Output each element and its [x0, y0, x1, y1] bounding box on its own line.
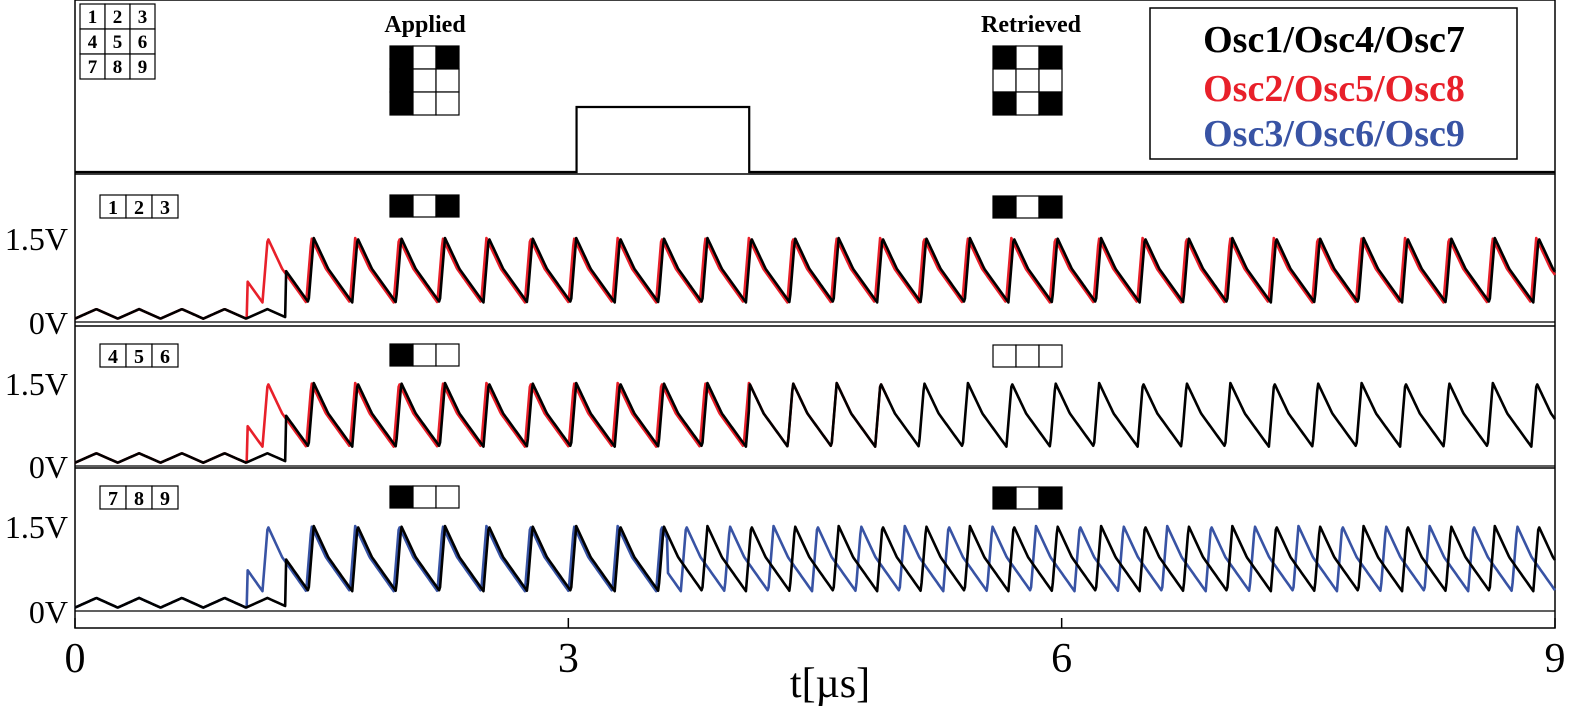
- applied-row-cell: [389, 485, 414, 509]
- retrieved-pattern-cell: [1015, 68, 1040, 93]
- y-tick-label: 1.5V: [5, 221, 68, 257]
- figure-frame: [74, 0, 1556, 629]
- x-tick-label: 9: [1545, 636, 1566, 682]
- retrieved-pattern-cell: [1015, 45, 1040, 70]
- y-tick-label: 1.5V: [5, 366, 68, 402]
- input-pulse-trace: [75, 105, 1555, 174]
- applied-row-cell: [435, 485, 460, 509]
- retrieved-row-cell: [1015, 486, 1040, 510]
- grid-key-number: 9: [138, 57, 148, 78]
- x-axis-label: t[µs]: [790, 661, 870, 707]
- row-label-number: 6: [160, 346, 170, 368]
- grid-key-number: 4: [88, 32, 98, 53]
- y-tick-label: 0V: [29, 594, 68, 630]
- retrieved-pattern-cell: [1015, 91, 1040, 116]
- y-tick-label: 1.5V: [5, 509, 68, 545]
- grid-key-number: 2: [113, 7, 123, 28]
- row-label-number: 2: [134, 197, 144, 219]
- applied-row-cell: [435, 194, 460, 218]
- row-label-number: 5: [134, 346, 144, 368]
- row-label-number: 7: [108, 488, 118, 510]
- row-label-cell: [151, 194, 179, 219]
- series-line: [74, 524, 1557, 609]
- retrieved-title: Retrieved: [981, 12, 1082, 38]
- grid-key-number: 5: [113, 32, 123, 53]
- series-line: [74, 236, 1557, 320]
- row-label-cell: [151, 343, 179, 368]
- grid-key-number: 3: [138, 7, 148, 28]
- row-label-number: 9: [160, 488, 170, 510]
- retrieved-row-cell: [1038, 195, 1063, 219]
- x-tick-label: 6: [1051, 636, 1072, 682]
- applied-row-cell: [412, 194, 437, 218]
- row-label-number: 3: [160, 197, 170, 219]
- applied-pattern-cell: [389, 91, 414, 116]
- retrieved-pattern-cell: [992, 45, 1017, 70]
- retrieved-row-cell: [1015, 344, 1040, 368]
- grid-key-cell: [129, 53, 156, 80]
- applied-row-cell: [412, 485, 437, 509]
- legend-entry-2: Osc2/Osc5/Osc8: [1203, 68, 1465, 110]
- row-label-number: 4: [108, 346, 118, 368]
- applied-pattern-cell: [435, 68, 460, 93]
- retrieved-pattern: [992, 45, 1063, 116]
- applied-title: Applied: [384, 12, 466, 38]
- y-tick-label: 0V: [29, 449, 68, 485]
- series-line: [74, 236, 1557, 320]
- applied-pattern-cell: [412, 91, 437, 116]
- retrieved-row-cell: [992, 195, 1017, 219]
- applied-row-cell: [435, 343, 460, 367]
- retrieved-row-cell: [992, 486, 1017, 510]
- retrieved-row-cell: [1015, 195, 1040, 219]
- x-axis: 0 3 6 9: [65, 618, 1566, 682]
- y-tick-label: 0V: [29, 305, 68, 341]
- retrieved-row-cell: [992, 344, 1017, 368]
- applied-pattern-cell: [389, 45, 414, 70]
- legend-box: [1149, 7, 1518, 160]
- x-tick-label: 3: [558, 636, 579, 682]
- applied-pattern-cell: [435, 45, 460, 70]
- grid-key-number: 8: [113, 57, 123, 78]
- applied-row-cell: [389, 343, 414, 367]
- row-label-number: 1: [108, 197, 118, 219]
- grid-key-number: 6: [138, 32, 148, 53]
- applied-row-cell: [412, 343, 437, 367]
- grid-key-number: 1: [88, 7, 98, 28]
- retrieved-pattern-cell: [1038, 68, 1063, 93]
- applied-pattern-cell: [389, 68, 414, 93]
- legend-entry-3: Osc3/Osc6/Osc9: [1203, 113, 1465, 155]
- retrieved-pattern-cell: [1038, 45, 1063, 70]
- retrieved-row-cell: [1038, 344, 1063, 368]
- applied-pattern-cell: [412, 45, 437, 70]
- grid-key-number: 7: [88, 57, 98, 78]
- legend-entry-1: Osc1/Osc4/Osc7: [1203, 19, 1465, 61]
- applied-pattern-cell: [435, 91, 460, 116]
- applied-pattern: [389, 45, 460, 116]
- grid-key-cell: [79, 3, 106, 30]
- series-line: [74, 381, 1557, 464]
- retrieved-pattern-cell: [992, 68, 1017, 93]
- row-label-number: 8: [134, 488, 144, 510]
- retrieved-pattern-cell: [1038, 91, 1063, 116]
- retrieved-pattern-cell: [992, 91, 1017, 116]
- grid-key-cell: [129, 3, 156, 30]
- row-label-cell: [151, 485, 179, 510]
- grid-key-cell: [129, 28, 156, 55]
- applied-pattern-cell: [412, 68, 437, 93]
- retrieved-row-cell: [1038, 486, 1063, 510]
- x-tick-label: 0: [65, 636, 86, 682]
- series-line: [74, 524, 1557, 609]
- series-line: [74, 381, 891, 464]
- applied-row-cell: [389, 194, 414, 218]
